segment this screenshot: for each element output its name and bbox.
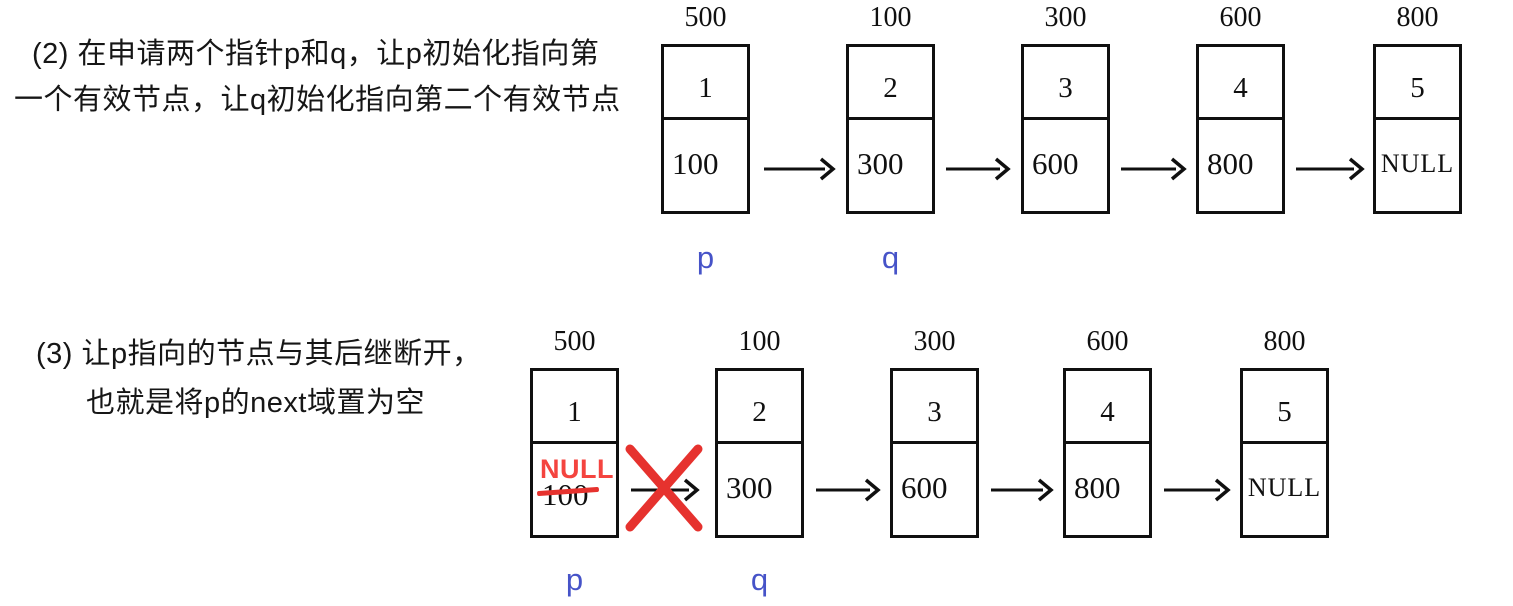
next-arrow-icon xyxy=(946,157,1011,181)
new-null-value: NULL xyxy=(540,454,614,484)
node-next-field: NULL 100 xyxy=(533,444,616,532)
node-next-value: 300 xyxy=(726,470,773,505)
pointer-label-q: q xyxy=(881,240,900,275)
node-address: 100 xyxy=(869,2,912,33)
node-address: 100 xyxy=(738,326,781,357)
node-next-value: 600 xyxy=(901,470,948,505)
node-next-value: 600 xyxy=(1032,146,1079,181)
pointer-label-q: q xyxy=(750,562,769,597)
node-box: 5 NULL xyxy=(1373,44,1462,214)
next-arrow-icon xyxy=(764,157,836,181)
node-box: 4 800 xyxy=(1196,44,1285,214)
node-next-value: NULL xyxy=(1247,473,1322,502)
node-next-value: 100 xyxy=(672,146,719,181)
pointer-label-p: p xyxy=(696,240,715,275)
node-data-value: 1 xyxy=(664,47,747,120)
node-box: 1 NULL 100 xyxy=(530,368,619,538)
node-box: 2 300 xyxy=(846,44,935,214)
node-box: 1 100 xyxy=(661,44,750,214)
node-address: 800 xyxy=(1396,2,1439,33)
node-box: 3 600 xyxy=(890,368,979,538)
node-address: 300 xyxy=(913,326,956,357)
node-data-value: 5 xyxy=(1376,47,1459,120)
node-data-value: 1 xyxy=(533,371,616,444)
node-address: 800 xyxy=(1263,326,1306,357)
node-address: 300 xyxy=(1044,2,1087,33)
node-next-value: 800 xyxy=(1074,470,1121,505)
step2-caption-line2: 一个有效节点，让q初始化指向第二个有效节点 xyxy=(14,84,621,116)
next-arrow-icon xyxy=(1121,157,1187,181)
node-next-value: 300 xyxy=(857,146,904,181)
node-box: 5 NULL xyxy=(1240,368,1329,538)
next-arrow-icon xyxy=(1296,157,1365,181)
next-arrow-icon xyxy=(1164,478,1231,502)
node-data-value: 2 xyxy=(849,47,932,120)
broken-link-x-icon xyxy=(625,444,703,532)
node-box: 4 800 xyxy=(1063,368,1152,538)
node-box: 3 600 xyxy=(1021,44,1110,214)
node-address: 500 xyxy=(684,2,727,33)
next-arrow-icon xyxy=(816,478,881,502)
step3-caption-line1: (3) 让p指向的节点与其后继断开， xyxy=(36,338,482,370)
node-data-value: 4 xyxy=(1199,47,1282,120)
node-address: 500 xyxy=(553,326,596,357)
node-data-value: 3 xyxy=(893,371,976,444)
node-address: 600 xyxy=(1086,326,1129,357)
next-arrow-icon xyxy=(991,478,1054,502)
step2-caption-line1: (2) 在申请两个指针p和q，让p初始化指向第 xyxy=(32,38,600,70)
node-data-value: 3 xyxy=(1024,47,1107,120)
node-data-value: 4 xyxy=(1066,371,1149,444)
node-data-value: 5 xyxy=(1243,371,1326,444)
step3-caption-line2: 也就是将p的next域置为空 xyxy=(86,387,425,419)
node-box: 2 300 xyxy=(715,368,804,538)
pointer-label-p: p xyxy=(565,562,584,597)
node-data-value: 2 xyxy=(718,371,801,444)
node-next-value: NULL xyxy=(1380,149,1455,178)
node-address: 600 xyxy=(1219,2,1262,33)
node-next-value: 800 xyxy=(1207,146,1254,181)
